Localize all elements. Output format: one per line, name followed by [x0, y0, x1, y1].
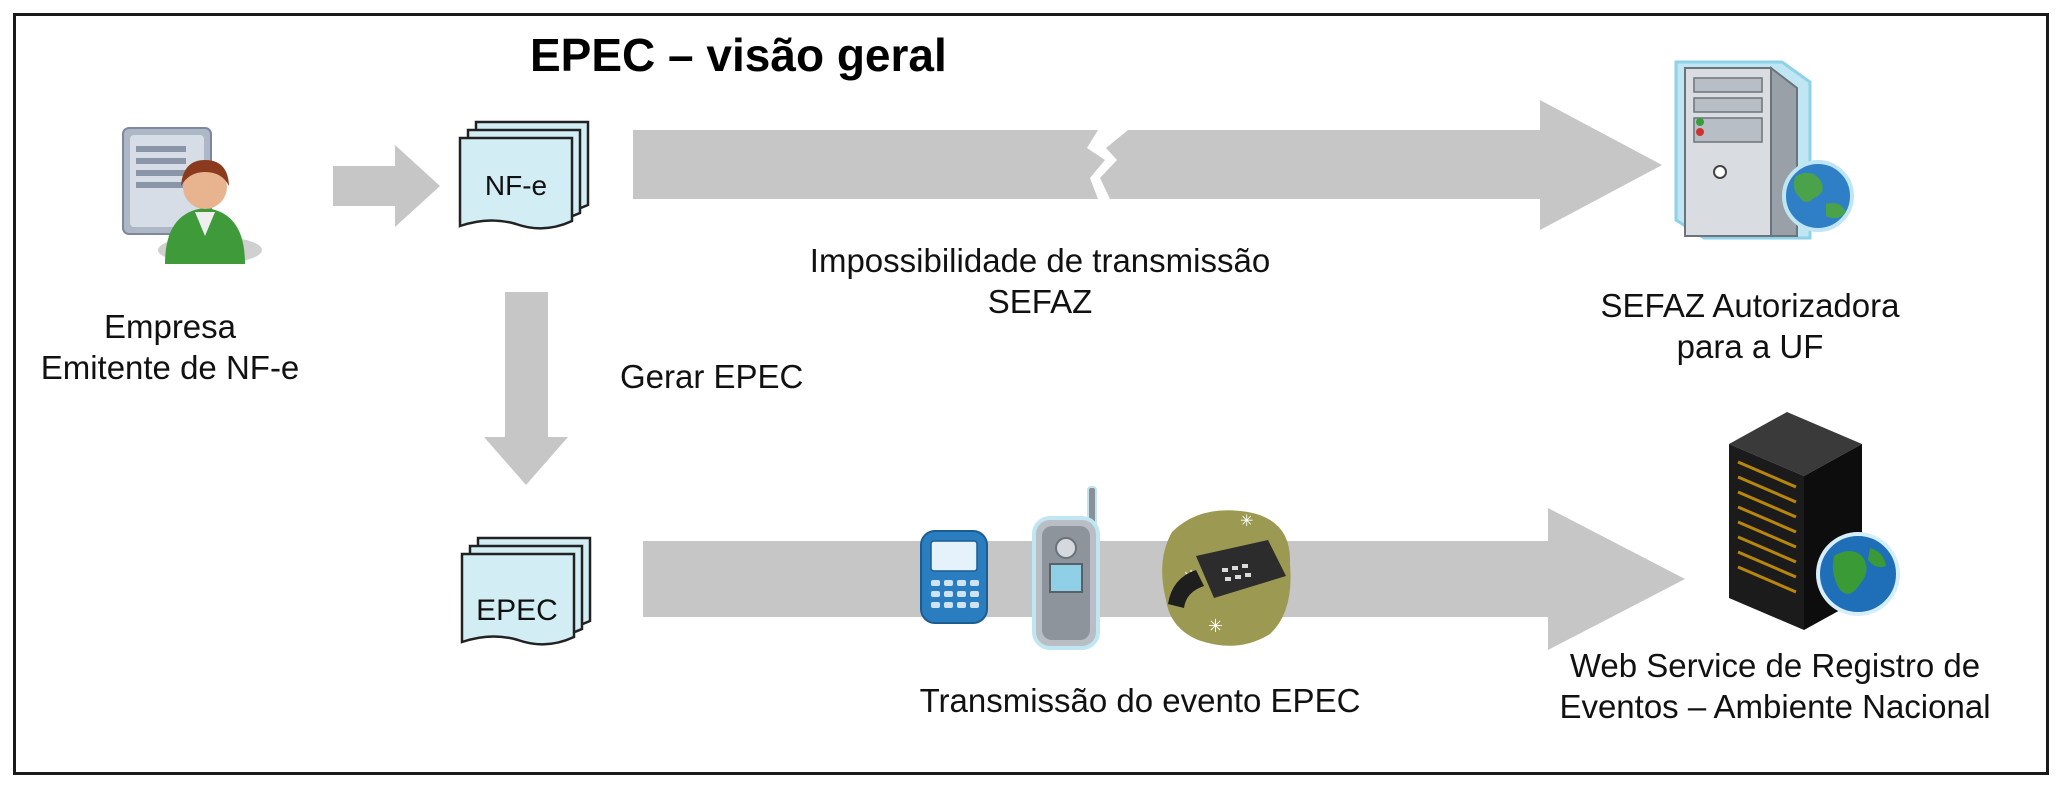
server-tower-globe-icon [1729, 412, 1900, 630]
server-globe-icon [1674, 60, 1854, 240]
document-stack-icon [458, 120, 590, 230]
webservice-label-line1: Web Service de Registro de [1569, 647, 1981, 684]
svg-text:✳: ✳ [1208, 616, 1223, 637]
sefaz-label: SEFAZ Autorizadora para a UF [1560, 285, 1940, 368]
broken-edge-label-line1: Impossibilidade de transmissão [809, 242, 1271, 279]
diagram-frame [13, 13, 2049, 775]
empresa-label-line2: Emitente de NF-e [40, 349, 300, 387]
smartphone-icon [920, 530, 988, 624]
nfe-document-label: NF-e [484, 170, 548, 201]
arrow-broken-part1 [633, 130, 1105, 199]
desk-phone-icon: ✳ ✳ ✳ [1162, 510, 1291, 646]
sefaz-label-line2: para a UF [1676, 328, 1824, 366]
arrows [333, 100, 1685, 650]
epec-document-label: EPEC [476, 594, 558, 627]
document-stack-icon [460, 536, 592, 646]
diagram-title: EPEC – visão geral [530, 29, 947, 81]
empresa-label: Empresa Emitente de NF-e [20, 306, 320, 389]
user-server-icon [122, 127, 262, 264]
svg-text:✳: ✳ [1240, 511, 1253, 530]
broken-edge-label: Impossibilidade de transmissão SEFAZ [770, 240, 1310, 323]
arrow-empresa-to-nfe [333, 145, 440, 227]
arrow-broken-part2 [1100, 100, 1662, 230]
webservice-label: Web Service de Registro de Eventos – Amb… [1540, 645, 2010, 728]
broken-edge-label-line2: SEFAZ [987, 283, 1093, 321]
webservice-label-line2: Eventos – Ambiente Nacional [1559, 688, 1991, 726]
cellphone-icon [1032, 486, 1100, 650]
empresa-label-line1: Empresa [103, 308, 237, 345]
sefaz-label-line1: SEFAZ Autorizadora [1600, 287, 1900, 324]
gerar-epec-label: Gerar EPEC [620, 358, 804, 395]
arrow-gerar-epec [484, 292, 568, 485]
transmissao-label: Transmissão do evento EPEC [919, 682, 1361, 719]
